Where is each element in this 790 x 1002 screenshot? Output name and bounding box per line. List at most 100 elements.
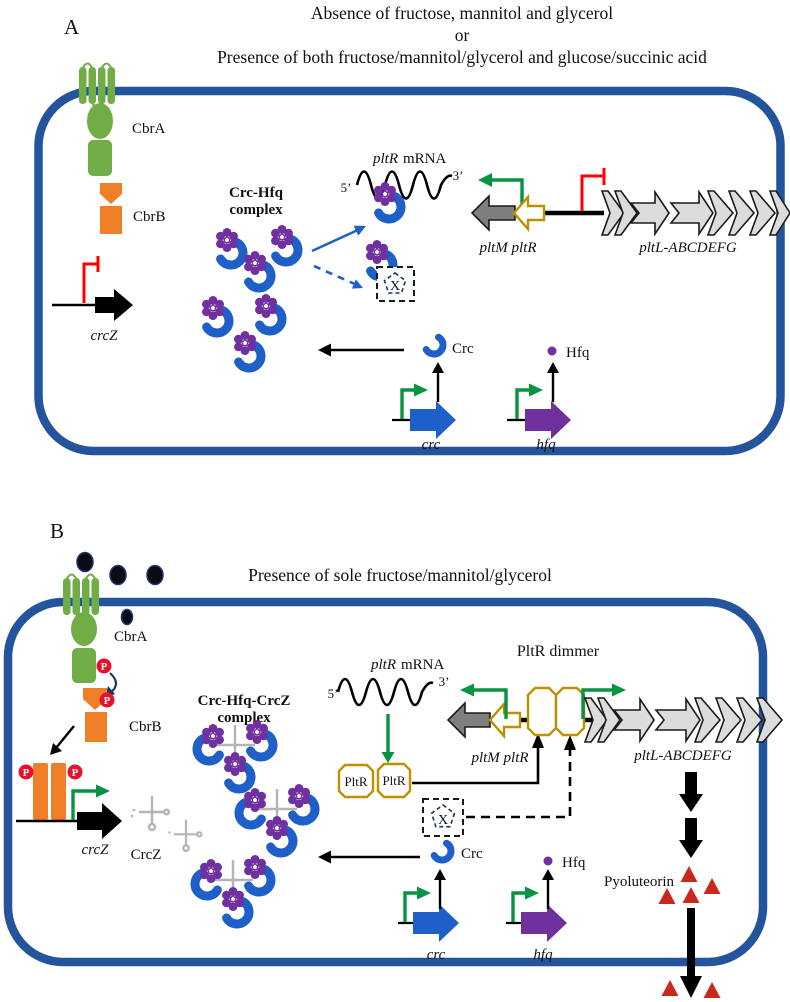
cbrb-dimer-b — [33, 763, 66, 820]
crc-hfq-complex-label-line2: complex — [229, 202, 283, 218]
pltl-operon-label-b: pltL-ABCDEFG — [633, 748, 732, 764]
promoter-arrow-crc-b — [403, 891, 417, 922]
translation-arrow — [381, 714, 395, 763]
pyoluteorin-label: Pyoluteorin — [604, 874, 674, 890]
cbra-label-b: CbrA — [114, 629, 148, 645]
pyoluteorin-molecules-outside — [661, 980, 721, 998]
unknown-factor-x-b — [422, 798, 464, 837]
panel-b-label: B — [50, 519, 64, 543]
pltr-mrna-suffix-b: mRNA — [401, 657, 445, 673]
pltr-dimer-subunit-2 — [554, 686, 586, 737]
promoter-arrow-crc-a — [400, 388, 414, 419]
crcz-srna-icon-2 — [168, 819, 203, 852]
pltm-gene-arrow-a — [470, 194, 516, 232]
crc-protein-label-b: Crc — [461, 846, 483, 862]
crc-gene-label-b: crc — [427, 947, 446, 963]
panel-b-title: Presence of sole fructose/mannitol/glyce… — [248, 565, 552, 585]
phosphate-label-dimer-right: P — [72, 768, 79, 779]
crc-protein-icon-a — [422, 333, 447, 358]
promoter-arrow-pltl-b — [581, 688, 612, 719]
crc-gene-label-a: crc — [422, 437, 441, 453]
crcz-gene-b — [16, 784, 122, 839]
pltr-mrna-suffix-a: mRNA — [403, 151, 447, 167]
hfq-protein-icon-b — [543, 856, 553, 866]
pltl-operon-label-a: pltL-ABCDEFG — [638, 240, 737, 256]
five-prime-b: 5’ — [328, 686, 339, 701]
pltr-protein-label-1: PltR — [344, 774, 367, 789]
crc-hfq-crcz-label-line1: Crc-Hfq-CrcZ — [198, 693, 291, 709]
pltr-dimer-subunit-1 — [526, 686, 558, 737]
pltr-protein-label-2: PltR — [382, 773, 405, 788]
pltr-dimer-label: PltR dimmer — [517, 643, 600, 660]
phosphate-icon-dimer-right — [67, 764, 83, 780]
hfq-gene-label-a: hfq — [536, 437, 556, 453]
crcz-gene-a — [52, 256, 133, 321]
pltr-mrna-wave-b — [336, 677, 434, 707]
phosphate-label-cbra: P — [101, 662, 108, 673]
assembly-arrow-b — [318, 850, 420, 864]
crc-hfq-crcz-label-line2: complex — [217, 710, 271, 726]
phosphate-icon-dimer-left — [18, 764, 34, 780]
promoter-arrow-pltm-a — [492, 178, 524, 212]
three-prime-b: 3’ — [439, 674, 450, 689]
panel-a-title-line1: Absence of fructose, mannitol and glycer… — [311, 3, 613, 23]
crc-protein-icon-b — [430, 839, 455, 864]
hfq-gene-b — [506, 869, 567, 942]
promoter-arrow-hfq-b — [511, 891, 525, 922]
crcz-srna-icon-1 — [130, 796, 170, 832]
panel-a-label: A — [64, 15, 80, 39]
hfq-protein-label-b: Hfq — [562, 855, 586, 871]
binding-arrow-to-mrna — [311, 225, 366, 253]
assembly-arrow-a — [318, 343, 404, 357]
biosynthesis-arrow-2 — [679, 818, 703, 858]
x-label-a: X — [390, 279, 400, 294]
cbra-label-a: CbrA — [132, 121, 166, 137]
hfq-protein-icon-a — [547, 346, 557, 356]
promoter-arrow-crcz-b — [71, 789, 96, 820]
phosphate-label-dimer-left: P — [23, 768, 30, 779]
promoter-arrow-hfq-a — [515, 388, 529, 419]
cbrb-protein-a — [100, 183, 122, 234]
pltr-protein-box-2 — [376, 762, 412, 799]
crc-gene-a — [392, 362, 456, 439]
pltm-pltr-label-b: pltM pltR — [470, 750, 528, 766]
pltr-mrna-wave-a — [355, 170, 453, 200]
binding-arrow-to-x — [313, 264, 363, 289]
hfq-gene-label-b: hfq — [533, 947, 553, 963]
pltr-gene-arrow-b — [488, 700, 522, 740]
phosphate-icon-cbra — [96, 658, 112, 674]
crc-gene-b — [398, 869, 459, 942]
crcz-gene-label-b: crcZ — [82, 842, 110, 858]
panel-a-title-line3: Presence of both fructose/mannitol/glyce… — [217, 47, 707, 67]
crcz-gene-label-a: crcZ — [91, 328, 119, 344]
three-prime-a: 3’ — [453, 168, 464, 183]
pltr-mrna-gene-label-a: pltR — [372, 151, 398, 167]
phosphate-icon-cbrb — [99, 692, 115, 708]
plt-gene-cluster-b — [446, 683, 784, 744]
pltr-protein-box-1 — [337, 763, 375, 799]
cbrb-label-a: CbrB — [133, 209, 166, 225]
cbra-protein-b — [63, 573, 99, 683]
crc-hfq-complex-label-line1: Crc-Hfq — [229, 185, 284, 201]
cell-membrane-a — [34, 86, 785, 456]
five-prime-a: 5’ — [341, 180, 352, 195]
inhibition-icon-crcz-a — [82, 256, 100, 303]
export-arrow — [680, 908, 702, 998]
inhibition-icon-pltl-a — [580, 168, 606, 211]
cbrb-activation-arrow — [50, 725, 75, 755]
pltm-gene-arrow-b — [446, 701, 491, 739]
sugar-molecule-icons — [76, 551, 164, 626]
promoter-arrow-pltm-b — [474, 688, 508, 719]
phosphate-label-cbrb: P — [104, 696, 111, 707]
pltr-gene-arrow-a — [512, 193, 546, 233]
pltr-activation-arrow — [412, 733, 544, 785]
panel-a-title-line2: or — [455, 25, 470, 45]
x-label-b: X — [438, 813, 448, 828]
hfq-protein-label-a: Hfq — [566, 345, 590, 361]
hfq-gene-a — [507, 362, 571, 439]
cell-membrane-b — [3, 597, 768, 967]
plt-gene-cluster-a — [470, 168, 790, 237]
pyoluteorin-molecules-inside — [658, 866, 721, 904]
biosynthesis-arrow-1 — [679, 772, 703, 812]
